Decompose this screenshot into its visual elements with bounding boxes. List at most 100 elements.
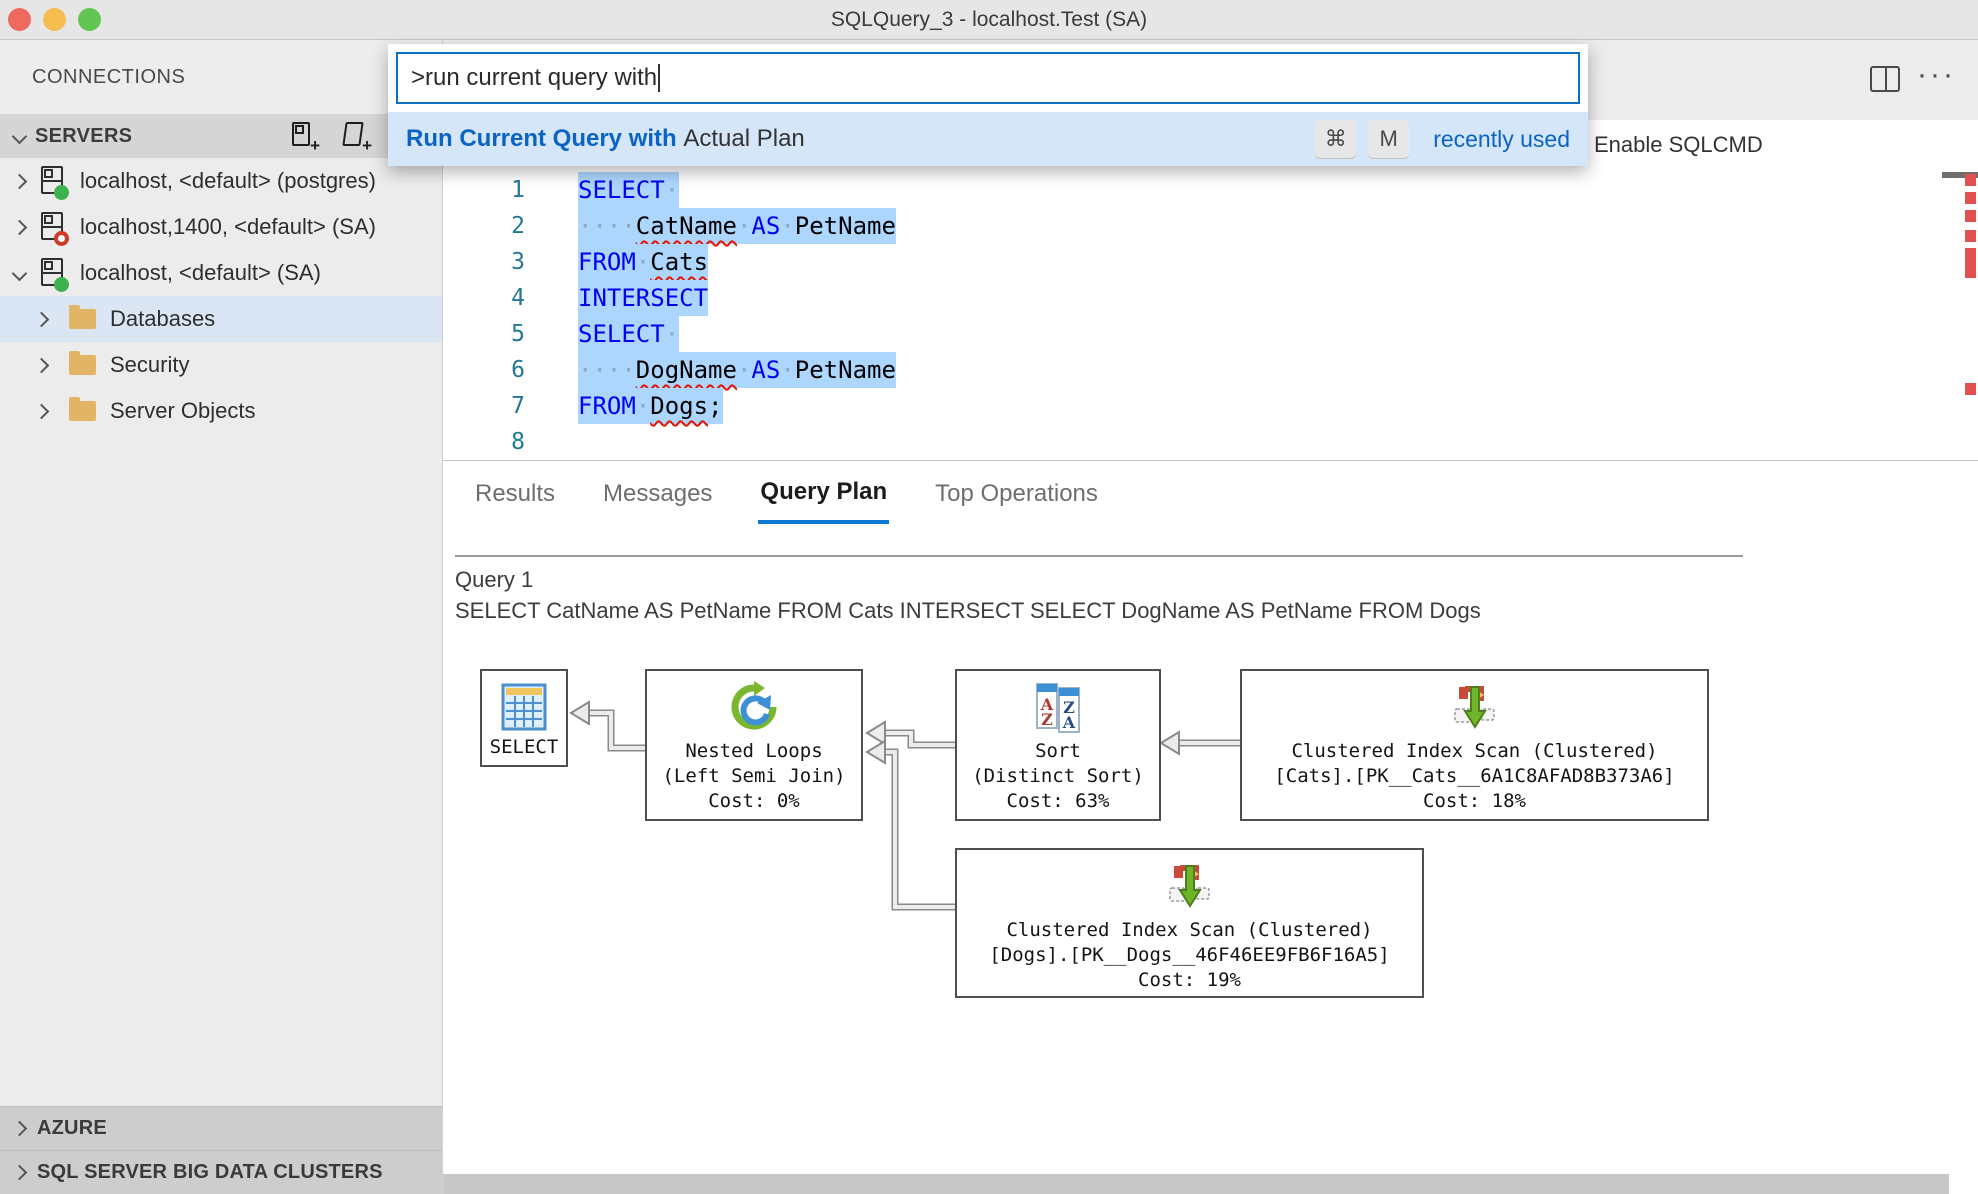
chevron-right-icon[interactable] bbox=[33, 311, 50, 327]
svg-text:A: A bbox=[1062, 713, 1076, 732]
new-server-group-icon[interactable]: + bbox=[342, 122, 372, 154]
chevron-down-icon[interactable] bbox=[11, 265, 28, 281]
text-caret bbox=[658, 64, 661, 92]
plan-node-scan-dogs[interactable]: Clustered Index Scan (Clustered) [Dogs].[… bbox=[955, 848, 1424, 998]
code-line[interactable]: 5 SELECT· bbox=[443, 316, 1978, 352]
nested-loops-icon bbox=[727, 679, 781, 737]
plan-node-select[interactable]: SELECT bbox=[480, 669, 568, 767]
close-window-button[interactable] bbox=[8, 8, 31, 31]
code-line-text: SELECT· bbox=[578, 172, 680, 208]
folder-label: Server Objects bbox=[110, 398, 256, 423]
command-palette-query: >run current query with bbox=[411, 64, 658, 91]
split-editor-icon[interactable] bbox=[1870, 66, 1900, 92]
results-tab-results[interactable]: Results bbox=[475, 480, 556, 507]
server-tree-item[interactable]: localhost, <default> (SA) bbox=[0, 250, 442, 296]
servers-section-header[interactable]: SERVERS + + bbox=[0, 114, 442, 158]
chevron-right-icon[interactable] bbox=[11, 173, 28, 189]
code-line-text: FROM·Dogs; bbox=[578, 388, 723, 424]
plan-node-label: (Distinct Sort) bbox=[972, 765, 1144, 787]
connections-header: CONNECTIONS ··· bbox=[0, 40, 442, 114]
overview-ruler-cursor bbox=[1942, 172, 1978, 178]
server-label: localhost,1400, <default> (SA) bbox=[80, 214, 376, 239]
command-palette-input[interactable]: >run current query with bbox=[396, 52, 1580, 104]
sidebar-bottom-sections: AZURE SQL SERVER BIG DATA CLUSTERS bbox=[0, 1106, 442, 1194]
folder-label: Databases bbox=[110, 306, 216, 331]
enable-sqlcmd-button[interactable]: Enable SQLCMD bbox=[1594, 132, 1763, 157]
server-status-dot bbox=[54, 184, 69, 200]
chevron-right-icon bbox=[11, 1164, 28, 1181]
results-tab-messages[interactable]: Messages bbox=[603, 480, 713, 507]
plan-node-scan-cats[interactable]: Clustered Index Scan (Clustered)[Cats].[… bbox=[1240, 669, 1709, 821]
folder-label: Security bbox=[110, 352, 190, 377]
big-data-clusters-section-label: SQL SERVER BIG DATA CLUSTERS bbox=[37, 1161, 383, 1183]
overview-ruler-error-mark bbox=[1965, 210, 1976, 222]
chevron-right-icon[interactable] bbox=[11, 219, 28, 235]
plan-node-label: SELECT bbox=[489, 736, 559, 758]
svg-text:Z: Z bbox=[1041, 710, 1053, 729]
overview-ruler-error-mark bbox=[1965, 230, 1976, 242]
suggestion-match-text: Run Current Query with bbox=[406, 125, 684, 152]
code-line-text: ····CatName·AS·PetName bbox=[578, 208, 896, 244]
overview-ruler-error-mark bbox=[1965, 383, 1976, 395]
line-number: 5 bbox=[511, 321, 525, 347]
line-number: 2 bbox=[511, 213, 525, 239]
keybinding-cmd-key: ⌘ bbox=[1315, 120, 1357, 158]
suggestion-rest-text: Actual Plan bbox=[683, 125, 805, 152]
window-title: SQLQuery_3 - localhost.Test (SA) bbox=[830, 7, 1148, 31]
plan-node-label: Cost: 18% bbox=[1423, 790, 1526, 812]
folder-tree-item[interactable]: Security bbox=[0, 342, 442, 388]
section-big-data-clusters[interactable]: SQL SERVER BIG DATA CLUSTERS bbox=[0, 1150, 442, 1194]
horizontal-scrollbar[interactable] bbox=[443, 1174, 1949, 1194]
chevron-right-icon bbox=[11, 1120, 28, 1137]
code-line[interactable]: 2 ····CatName·AS·PetName bbox=[443, 208, 1978, 244]
overview-ruler-error-mark bbox=[1965, 174, 1976, 186]
editor-more-actions-icon[interactable]: ··· bbox=[1917, 58, 1956, 91]
new-connection-icon[interactable]: + bbox=[290, 122, 320, 154]
recently-used-badge: recently used bbox=[1433, 125, 1570, 152]
server-tree-item[interactable]: localhost, <default> (postgres) bbox=[0, 158, 442, 204]
command-suggestion-run-current-query[interactable]: Run Current Query with Actual Plan ⌘ M r… bbox=[388, 112, 1588, 166]
keybinding-m-key: M bbox=[1368, 120, 1410, 158]
folder-tree-item[interactable]: Server Objects bbox=[0, 388, 442, 434]
servers-tree: localhost, <default> (postgres) localhost… bbox=[0, 158, 442, 434]
plan-node-label: Cost: 19% bbox=[1138, 969, 1241, 991]
titlebar: SQLQuery_3 - localhost.Test (SA) bbox=[0, 0, 1978, 40]
code-line-text: SELECT· bbox=[578, 316, 680, 352]
result-table-icon bbox=[498, 679, 550, 735]
plan-node-label: (Left Semi Join) bbox=[662, 765, 846, 787]
plan-node-nested-loops[interactable]: Nested Loops(Left Semi Join)Cost: 0% bbox=[645, 669, 863, 821]
svg-text:Z: Z bbox=[1063, 698, 1075, 717]
server-tree-item[interactable]: localhost,1400, <default> (SA) bbox=[0, 204, 442, 250]
plan-node-label: [Dogs].[PK__Dogs__46F46EE9FB6F16A5] bbox=[989, 944, 1390, 966]
results-tab-top-operations[interactable]: Top Operations bbox=[935, 480, 1098, 507]
maximize-window-button[interactable] bbox=[78, 8, 101, 31]
index-scan-icon bbox=[1447, 679, 1503, 737]
chevron-right-icon[interactable] bbox=[33, 403, 50, 419]
servers-title: SERVERS bbox=[35, 124, 133, 147]
server-label: localhost, <default> (SA) bbox=[80, 260, 321, 285]
chevron-right-icon[interactable] bbox=[33, 357, 50, 373]
folder-tree-item[interactable]: Databases bbox=[0, 296, 442, 342]
azure-section-label: AZURE bbox=[37, 1117, 107, 1139]
code-line[interactable]: 8 bbox=[443, 424, 1978, 460]
overview-ruler-error-mark bbox=[1965, 248, 1976, 278]
plan-node-label: Clustered Index Scan (Clustered) bbox=[1006, 919, 1373, 941]
code-line[interactable]: 6····DogName·AS·PetName bbox=[443, 352, 1978, 388]
results-tab-query-plan[interactable]: Query Plan bbox=[758, 464, 890, 524]
sidebar-connections-panel: CONNECTIONS ··· SERVERS + + localhost, <… bbox=[0, 40, 443, 1194]
section-azure[interactable]: AZURE bbox=[0, 1106, 442, 1150]
server-icon bbox=[41, 165, 69, 200]
query-plan-statement: SELECT CatName AS PetName FROM Cats INTE… bbox=[455, 598, 1481, 623]
line-number: 8 bbox=[511, 429, 525, 455]
plan-node-label: Cost: 0% bbox=[708, 790, 800, 812]
line-number: 3 bbox=[511, 249, 525, 275]
minimize-window-button[interactable] bbox=[43, 8, 66, 31]
